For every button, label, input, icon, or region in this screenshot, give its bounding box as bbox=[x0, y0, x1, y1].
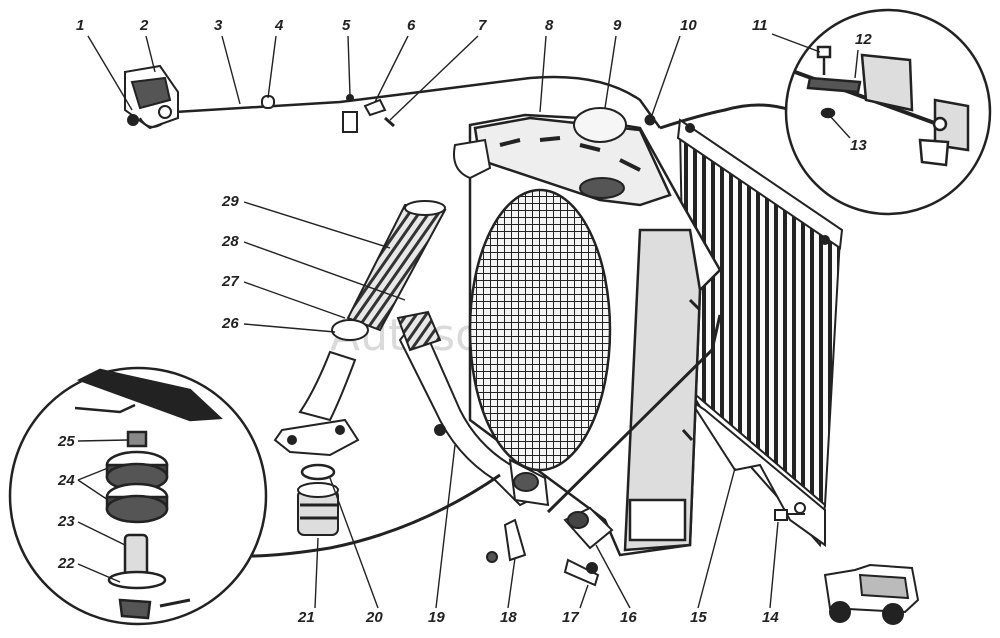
callout-18: 18 bbox=[500, 609, 517, 626]
leader-line-15 bbox=[697, 467, 736, 609]
lower-hose bbox=[396, 310, 550, 507]
callout-21: 21 bbox=[297, 609, 315, 626]
thermostat bbox=[297, 482, 339, 536]
callout-14: 14 bbox=[762, 609, 779, 626]
lower-outlet-pipe bbox=[563, 506, 614, 550]
radiator-filler-cap bbox=[573, 107, 627, 199]
callout-7: 7 bbox=[478, 17, 487, 34]
callout-6: 6 bbox=[407, 17, 416, 34]
callout-20: 20 bbox=[365, 609, 383, 626]
callout-1: 1 bbox=[76, 17, 84, 34]
leader-line-9 bbox=[604, 35, 617, 109]
leader-line-27 bbox=[243, 281, 346, 319]
callout-23: 23 bbox=[57, 513, 75, 530]
leader-line-2 bbox=[145, 35, 156, 73]
callout-22: 22 bbox=[57, 555, 75, 572]
overflow-tube bbox=[546, 314, 722, 514]
leader-line-5 bbox=[347, 35, 351, 96]
upper-hose bbox=[331, 200, 447, 341]
callout-29: 29 bbox=[221, 193, 239, 210]
leader-line-16 bbox=[595, 544, 631, 609]
leader-line-3 bbox=[221, 35, 241, 105]
thermostat-gasket bbox=[300, 463, 336, 481]
leader-line-25 bbox=[77, 439, 129, 442]
cable-bracket bbox=[342, 94, 395, 133]
callout-5: 5 bbox=[342, 17, 351, 34]
callout-19: 19 bbox=[428, 609, 445, 626]
callout-8: 8 bbox=[545, 17, 554, 34]
water-outlet-elbow bbox=[273, 350, 360, 457]
callout-28: 28 bbox=[221, 233, 239, 250]
leader-line-14 bbox=[769, 521, 779, 609]
fan-grille bbox=[468, 188, 612, 472]
leader-line-6 bbox=[374, 35, 409, 103]
shutter-link-detail-circle bbox=[784, 8, 992, 216]
leader-line-4 bbox=[267, 35, 277, 99]
drain-cock bbox=[563, 558, 600, 587]
leader-line-21 bbox=[314, 537, 319, 609]
leader-line-24 bbox=[77, 479, 109, 501]
leader-line-22 bbox=[77, 563, 121, 583]
leader-line-12 bbox=[854, 49, 859, 79]
bolt bbox=[774, 502, 806, 521]
leader-line-29 bbox=[243, 201, 391, 249]
mount-cushion-detail-circle bbox=[8, 366, 268, 626]
hose-clamp-26 bbox=[331, 319, 369, 341]
callout-24: 24 bbox=[57, 472, 75, 489]
leader-line-18 bbox=[507, 557, 516, 609]
callout-12: 12 bbox=[855, 31, 872, 48]
radiator-side-panel bbox=[689, 399, 826, 547]
cable-ball-10 bbox=[644, 114, 656, 126]
leader-line-17 bbox=[579, 584, 589, 609]
leader-line-20 bbox=[329, 477, 379, 609]
shutter-control-cable bbox=[174, 75, 791, 130]
callout-26: 26 bbox=[221, 315, 239, 332]
callout-4: 4 bbox=[274, 17, 284, 34]
truck-icon bbox=[823, 563, 920, 625]
radiator-tank-body bbox=[468, 113, 722, 557]
callout-17: 17 bbox=[562, 609, 579, 626]
leader-line-23 bbox=[77, 521, 126, 546]
callout-16: 16 bbox=[620, 609, 637, 626]
lower-drain-cable bbox=[249, 473, 501, 558]
callout-25: 25 bbox=[57, 433, 75, 450]
callout-15: 15 bbox=[690, 609, 707, 626]
leader-line-11 bbox=[771, 33, 821, 53]
leader-line-13 bbox=[829, 115, 851, 139]
callout-11: 11 bbox=[752, 17, 768, 34]
leader-line-26 bbox=[243, 323, 336, 333]
leader-line-24 bbox=[77, 467, 109, 481]
callout-2: 2 bbox=[139, 17, 149, 34]
leader-line-7 bbox=[389, 35, 479, 121]
callout-13: 13 bbox=[850, 137, 867, 154]
leader-line-10 bbox=[651, 35, 681, 116]
tank-inlet-neck bbox=[453, 138, 492, 180]
leader-line-1 bbox=[87, 35, 133, 111]
callout-3: 3 bbox=[214, 17, 223, 34]
leader-line-19 bbox=[435, 444, 456, 609]
callout-10: 10 bbox=[680, 17, 697, 34]
mounting-bracket bbox=[486, 518, 527, 563]
callout-27: 27 bbox=[221, 273, 239, 290]
leader-line-28 bbox=[243, 241, 406, 301]
control-handle-assembly bbox=[124, 64, 179, 130]
callout-leader-lines bbox=[77, 33, 859, 609]
leader-line-8 bbox=[539, 35, 547, 113]
callout-9: 9 bbox=[613, 17, 622, 34]
